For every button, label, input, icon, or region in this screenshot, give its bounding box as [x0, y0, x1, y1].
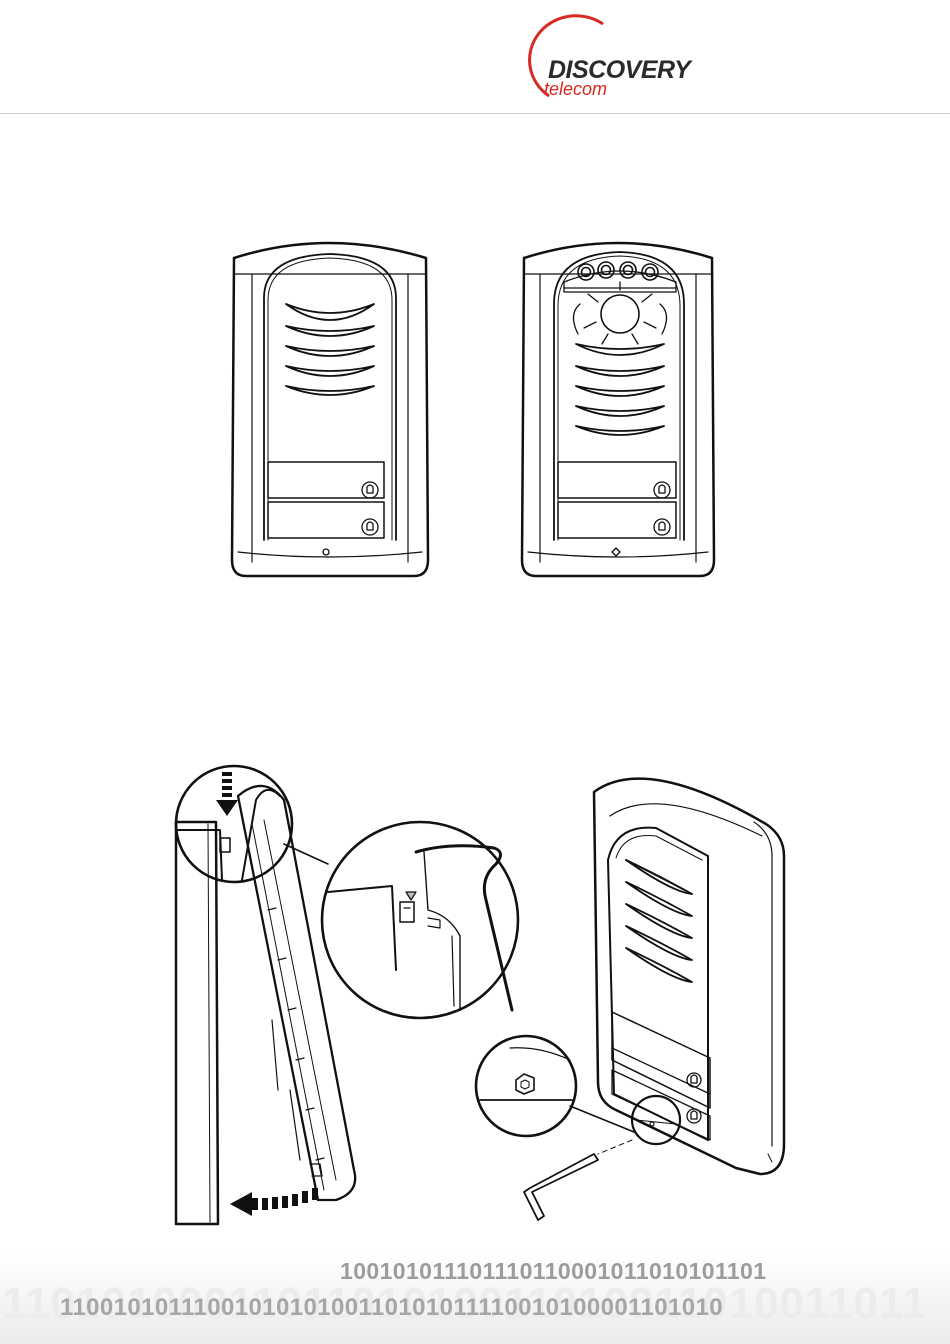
logo-subbrand-text: telecom — [544, 79, 607, 100]
binary-text-bottom: 1100101011100101010100110101011110010100… — [60, 1294, 723, 1322]
discovery-telecom-logo: DISCOVERY telecom — [505, 14, 705, 100]
footer-binary-band: 1101010001101101010011010011010011011 10… — [0, 1252, 950, 1344]
installation-screw-view — [466, 764, 790, 1226]
audio-panel-front-view — [228, 234, 432, 580]
video-panel-front-view — [518, 234, 718, 580]
binary-text-top: 100101011101110110001011010101101 — [340, 1258, 766, 1285]
header-divider — [0, 113, 950, 114]
page-header: DISCOVERY telecom — [0, 0, 950, 114]
